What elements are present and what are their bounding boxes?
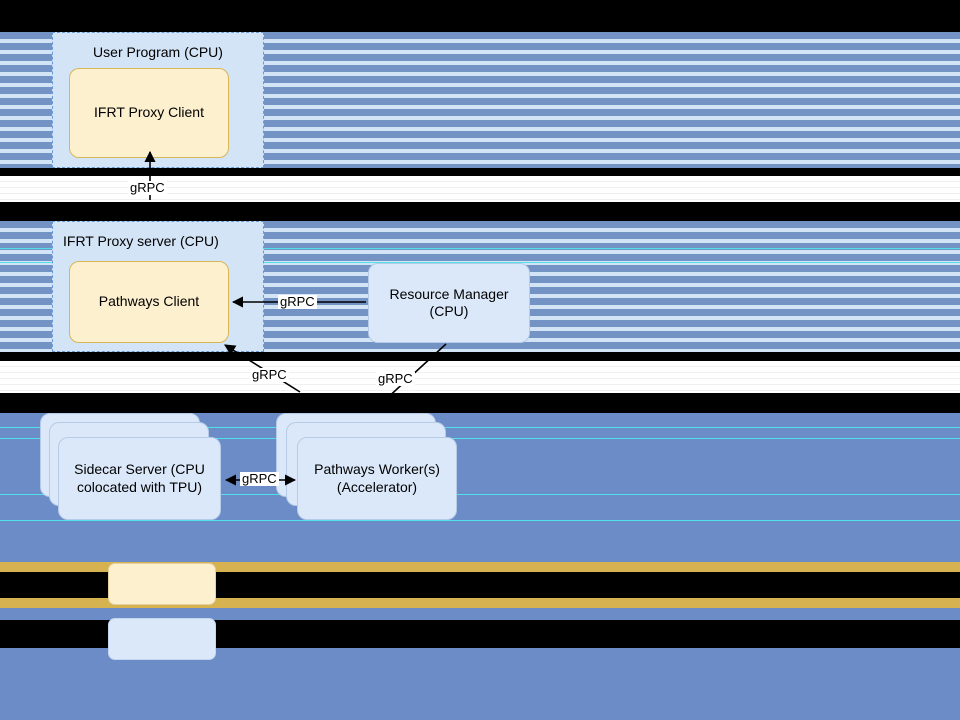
node-resource-manager-label-line1: Resource Manager	[389, 285, 509, 302]
edge-label-rm-to-worker: gRPC	[376, 371, 415, 387]
node-ifrt-proxy-client[interactable]: IFRT Proxy Client	[69, 68, 229, 158]
edge-label-sidecar-to-client: gRPC	[250, 367, 289, 383]
artifact-black-band-4	[0, 352, 960, 361]
artifact-black-band-3	[0, 202, 960, 221]
artifact-cyan-line-5	[0, 494, 960, 495]
edge-label-rm-to-pathways-client: gRPC	[278, 294, 317, 310]
node-ifrt-proxy-client-label: IFRT Proxy Client	[94, 104, 204, 121]
node-sidecar-server-label-line2: colocated with TPU)	[76, 478, 202, 495]
node-resource-manager[interactable]: Resource Manager (CPU)	[368, 263, 530, 343]
artifact-black-band-5	[0, 393, 960, 413]
artifact-cyan-line-1	[0, 248, 960, 249]
artifact-black-band-2	[0, 168, 960, 176]
legend-swatch-cream	[108, 563, 216, 605]
node-pathways-worker-label-line1: Pathways Worker(s)	[314, 461, 440, 478]
node-sidecar-server-label-line1: Sidecar Server (CPU	[74, 461, 205, 478]
artifact-cyan-line-4	[0, 438, 960, 439]
artifact-black-band-top	[0, 0, 960, 32]
node-sidecar-server[interactable]: Sidecar Server (CPU colocated with TPU)	[58, 437, 221, 520]
container-user-program-label: User Program (CPU)	[93, 44, 223, 60]
edge-label-sidecar-to-worker: gRPC	[240, 471, 279, 487]
legend-swatch-blue	[108, 618, 216, 660]
edge-label-user-to-server: gRPC	[128, 180, 167, 196]
node-pathways-worker[interactable]: Pathways Worker(s) (Accelerator)	[297, 437, 457, 520]
node-pathways-worker-label-line2: (Accelerator)	[336, 478, 418, 495]
node-pathways-client[interactable]: Pathways Client	[69, 261, 229, 343]
artifact-cyan-line-3	[0, 427, 960, 428]
artifact-cyan-line-6	[0, 520, 960, 521]
container-ifrt-proxy-server-label: IFRT Proxy server (CPU)	[63, 233, 219, 249]
node-pathways-client-label: Pathways Client	[98, 293, 200, 310]
node-resource-manager-label-line2: (CPU)	[429, 303, 469, 319]
artifact-cyan-line-2	[0, 262, 960, 263]
artifact-white-zone-2	[0, 361, 960, 393]
